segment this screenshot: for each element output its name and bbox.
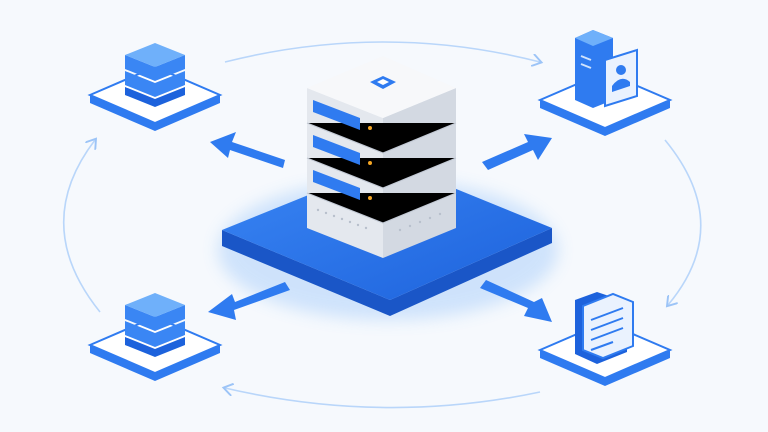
arrow-bottom-left xyxy=(208,282,290,320)
cube-logo-icon xyxy=(370,76,396,89)
database-stack-icon xyxy=(125,43,185,107)
distribution-arrows xyxy=(208,132,552,322)
server-unit-panels xyxy=(313,100,360,200)
orbit-arc-top xyxy=(224,41,540,62)
arrow-top-right xyxy=(482,134,552,170)
server-user-icon xyxy=(575,30,638,108)
orbit-arc-left xyxy=(62,140,101,313)
arrow-top-left xyxy=(210,132,285,168)
orbit-arc-bottom xyxy=(225,388,541,409)
node-top-right xyxy=(537,30,673,136)
server-stack-icon xyxy=(306,56,457,258)
node-top-left xyxy=(87,43,223,131)
status-lights xyxy=(368,126,372,200)
vent-grille xyxy=(316,208,442,232)
database-stack-icon xyxy=(125,293,185,357)
document-server-icon xyxy=(575,292,634,364)
node-bottom-left xyxy=(87,293,223,381)
arrow-bottom-right xyxy=(480,280,552,322)
node-bottom-right xyxy=(537,292,673,386)
orbit-arc-right xyxy=(664,139,702,305)
orbit-arrows xyxy=(62,41,702,409)
